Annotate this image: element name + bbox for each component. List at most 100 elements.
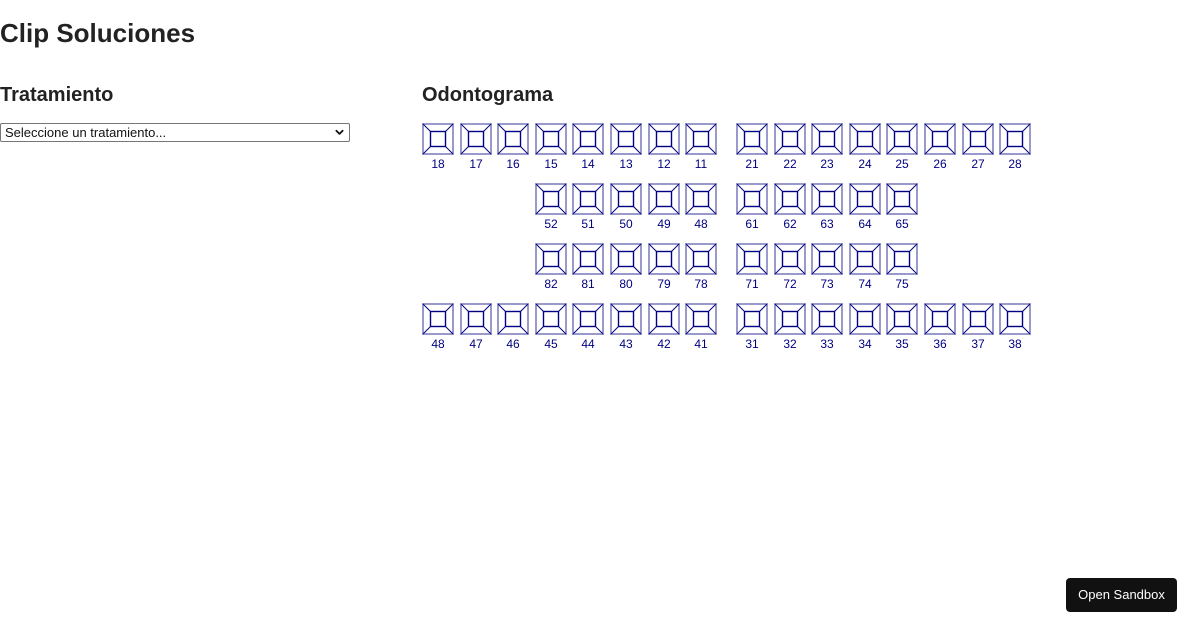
tooth-surfaces-icon [610,123,642,155]
tooth-surfaces-icon [497,303,529,335]
tooth-36[interactable]: 36 [924,303,956,353]
odontogram-heading: Odontograma [422,84,554,106]
tooth-35[interactable]: 35 [886,303,918,353]
tooth-14[interactable]: 14 [572,123,604,173]
tooth-surfaces-icon [736,183,768,215]
tooth-37[interactable]: 37 [962,303,994,353]
tooth-surfaces-icon [886,303,918,335]
tooth-73[interactable]: 73 [811,243,843,293]
tooth-number: 74 [858,277,872,291]
tooth-surfaces-icon [924,303,956,335]
tooth-81[interactable]: 81 [572,243,604,293]
tooth-80[interactable]: 80 [610,243,642,293]
tooth-number: 27 [971,157,985,171]
app-title: Clip Soluciones [0,18,196,48]
tooth-52[interactable]: 52 [535,183,567,233]
tooth-surfaces-icon [774,243,806,275]
tooth-surfaces-icon [685,183,717,215]
tooth-surfaces-icon [535,303,567,335]
tooth-71[interactable]: 71 [736,243,768,293]
tooth-surfaces-icon [774,183,806,215]
tooth-62[interactable]: 62 [774,183,806,233]
tooth-number: 15 [544,157,558,171]
tooth-surfaces-icon [849,303,881,335]
tooth-47[interactable]: 47 [460,303,492,353]
tooth-surfaces-icon [572,123,604,155]
tooth-surfaces-icon [572,303,604,335]
tooth-23[interactable]: 23 [811,123,843,173]
tooth-17[interactable]: 17 [460,123,492,173]
tooth-64[interactable]: 64 [849,183,881,233]
tooth-72[interactable]: 72 [774,243,806,293]
open-sandbox-button[interactable]: Open Sandbox [1066,578,1177,612]
tooth-surfaces-icon [849,183,881,215]
tooth-surfaces-icon [685,303,717,335]
tooth-49[interactable]: 49 [648,183,680,233]
tooth-38[interactable]: 38 [999,303,1031,353]
tooth-27[interactable]: 27 [962,123,994,173]
tooth-16[interactable]: 16 [497,123,529,173]
tooth-79[interactable]: 79 [648,243,680,293]
tooth-21[interactable]: 21 [736,123,768,173]
tooth-number: 35 [895,337,909,351]
tooth-48[interactable]: 48 [422,303,454,353]
tooth-28[interactable]: 28 [999,123,1031,173]
tooth-surfaces-icon [648,183,680,215]
tooth-25[interactable]: 25 [886,123,918,173]
tooth-number: 22 [783,157,797,171]
tooth-number: 44 [581,337,595,351]
tooth-65[interactable]: 65 [886,183,918,233]
tooth-surfaces-icon [610,183,642,215]
tooth-78[interactable]: 78 [685,243,717,293]
tooth-surfaces-icon [811,303,843,335]
tooth-11[interactable]: 11 [685,123,717,173]
tooth-number: 71 [745,277,759,291]
tooth-74[interactable]: 74 [849,243,881,293]
tooth-48[interactable]: 48 [685,183,717,233]
tooth-15[interactable]: 15 [535,123,567,173]
tooth-number: 78 [694,277,708,291]
tooth-51[interactable]: 51 [572,183,604,233]
tooth-number: 51 [581,217,595,231]
tooth-surfaces-icon [774,123,806,155]
tooth-surfaces-icon [535,183,567,215]
tooth-13[interactable]: 13 [610,123,642,173]
tooth-61[interactable]: 61 [736,183,768,233]
tooth-12[interactable]: 12 [648,123,680,173]
tooth-number: 23 [820,157,834,171]
tooth-number: 75 [895,277,909,291]
tooth-42[interactable]: 42 [648,303,680,353]
tooth-63[interactable]: 63 [811,183,843,233]
tooth-number: 36 [933,337,947,351]
tooth-number: 64 [858,217,872,231]
tooth-44[interactable]: 44 [572,303,604,353]
tooth-surfaces-icon [849,243,881,275]
tooth-33[interactable]: 33 [811,303,843,353]
tooth-22[interactable]: 22 [774,123,806,173]
tooth-34[interactable]: 34 [849,303,881,353]
tooth-75[interactable]: 75 [886,243,918,293]
tooth-26[interactable]: 26 [924,123,956,173]
tooth-32[interactable]: 32 [774,303,806,353]
treatment-select-value: Seleccione un tratamiento... [5,125,167,140]
tooth-50[interactable]: 50 [610,183,642,233]
tooth-45[interactable]: 45 [535,303,567,353]
tooth-43[interactable]: 43 [610,303,642,353]
treatment-select[interactable]: Seleccione un tratamiento... [0,123,350,142]
tooth-31[interactable]: 31 [736,303,768,353]
tooth-number: 61 [745,217,759,231]
tooth-24[interactable]: 24 [849,123,881,173]
tooth-46[interactable]: 46 [497,303,529,353]
tooth-number: 16 [506,157,520,171]
tooth-number: 81 [581,277,595,291]
tooth-18[interactable]: 18 [422,123,454,173]
tooth-surfaces-icon [999,123,1031,155]
tooth-surfaces-icon [535,243,567,275]
tooth-surfaces-icon [811,183,843,215]
tooth-surfaces-icon [460,123,492,155]
tooth-surfaces-icon [648,123,680,155]
tooth-41[interactable]: 41 [685,303,717,353]
tooth-82[interactable]: 82 [535,243,567,293]
tooth-number: 72 [783,277,797,291]
tooth-surfaces-icon [962,123,994,155]
